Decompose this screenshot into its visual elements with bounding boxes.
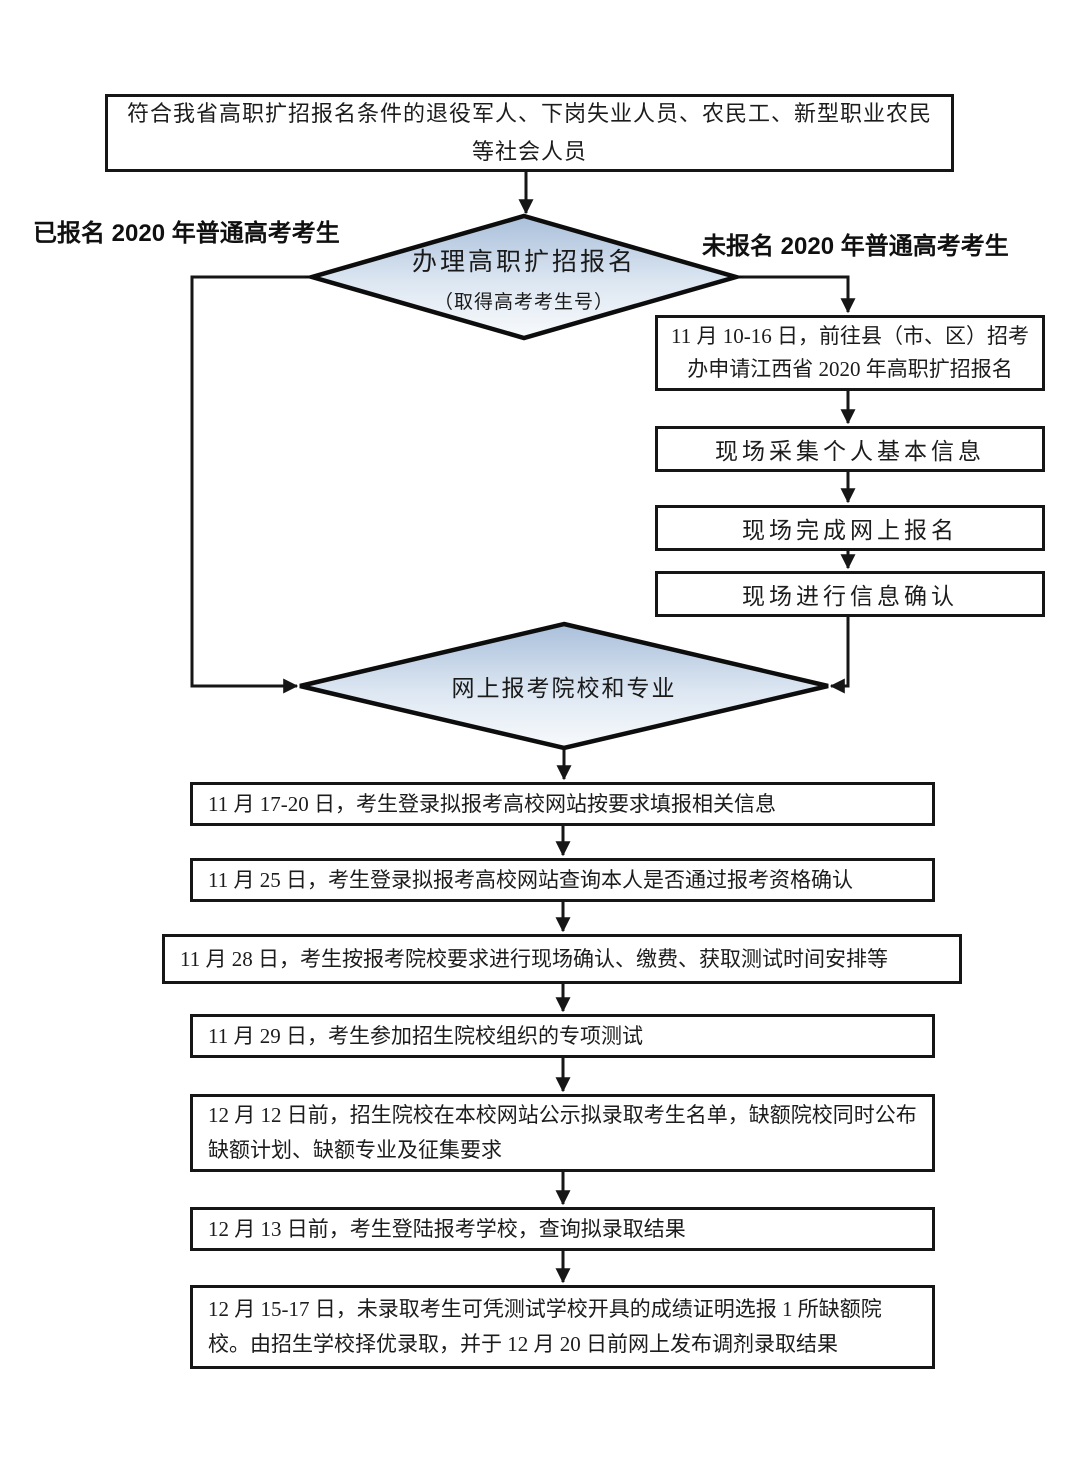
main-step-text-6: 12 月 13 日前，考生登陆报考学校，查询拟录取结果 bbox=[208, 1216, 686, 1241]
connector-unregistered-branch bbox=[736, 275, 856, 314]
main-step-text-4: 11 月 29 日，考生参加招生院校组织的专项测试 bbox=[208, 1023, 643, 1048]
unregistered-branch-label: 未报名 2020 年普通高考考生 bbox=[702, 233, 1009, 260]
main-step-box-3: 11 月 28 日，考生按报考院校要求进行现场确认、缴费、获取测试时间安排等 bbox=[162, 934, 962, 984]
right-step-box-4: 现场进行信息确认 bbox=[655, 571, 1045, 617]
right-step-box-2: 现场采集个人基本信息 bbox=[655, 426, 1045, 472]
decision2-title: 网上报考院校和专业 bbox=[451, 676, 677, 701]
decision2-diamond bbox=[299, 621, 829, 751]
main-step-box-4: 11 月 29 日，考生参加招生院校组织的专项测试 bbox=[190, 1014, 935, 1058]
decision1-diamond bbox=[303, 213, 745, 341]
connector-rstep4-to-decision2 bbox=[829, 617, 850, 694]
main-step-text-5: 12 月 12 日前，招生院校在本校网站公示拟录取考生名单，缺额院校同时公布缺额… bbox=[208, 1103, 917, 1162]
right-step-box-1: 11 月 10-16 日，前往县（市、区）招考办申请江西省 2020 年高职扩招… bbox=[655, 315, 1045, 391]
main-step-box-7: 12 月 15-17 日，未录取考生可凭测试学校开具的成绩证明选报 1 所缺额院… bbox=[190, 1285, 935, 1369]
eligible-group-text: 符合我省高职扩招报名条件的退役军人、下岗失业人员、农民工、新型职业农民等社会人员 bbox=[126, 101, 932, 164]
eligible-group-box: 符合我省高职扩招报名条件的退役军人、下岗失业人员、农民工、新型职业农民等社会人员 bbox=[105, 94, 954, 172]
main-step-box-2: 11 月 25 日，考生登录拟报考高校网站查询本人是否通过报考资格确认 bbox=[190, 858, 935, 902]
main-step-text-3: 11 月 28 日，考生按报考院校要求进行现场确认、缴费、获取测试时间安排等 bbox=[180, 946, 888, 971]
right-step-text-3: 现场完成网上报名 bbox=[742, 518, 958, 543]
decision1-subtitle: （取得高考考生号） bbox=[433, 292, 614, 313]
main-step-text-7: 12 月 15-17 日，未录取考生可凭测试学校开具的成绩证明选报 1 所缺额院… bbox=[208, 1297, 882, 1356]
decision2-label: 网上报考院校和专业 bbox=[364, 636, 764, 736]
right-step-text-4: 现场进行信息确认 bbox=[742, 584, 958, 609]
main-step-text-2: 11 月 25 日，考生登录拟报考高校网站查询本人是否通过报考资格确认 bbox=[208, 867, 853, 892]
main-step-box-6: 12 月 13 日前，考生登陆报考学校，查询拟录取结果 bbox=[190, 1207, 935, 1251]
right-step-text-1: 11 月 10-16 日，前往县（市、区）招考办申请江西省 2020 年高职扩招… bbox=[671, 324, 1029, 381]
main-step-box-1: 11 月 17-20 日，考生登录拟报考高校网站按要求填报相关信息 bbox=[190, 782, 935, 826]
right-step-box-3: 现场完成网上报名 bbox=[655, 505, 1045, 551]
main-step-text-1: 11 月 17-20 日，考生登录拟报考高校网站按要求填报相关信息 bbox=[208, 791, 776, 816]
decision1-label: 办理高职扩招报名 （取得高考考生号） bbox=[344, 222, 704, 334]
registered-branch-label: 已报名 2020 年普通高考考生 bbox=[33, 220, 340, 247]
connector-registered-branch bbox=[190, 275, 312, 694]
decision1-title: 办理高职扩招报名 bbox=[411, 249, 636, 276]
right-step-text-2: 现场采集个人基本信息 bbox=[715, 439, 985, 464]
main-step-box-5: 12 月 12 日前，招生院校在本校网站公示拟录取考生名单，缺额院校同时公布缺额… bbox=[190, 1094, 935, 1172]
